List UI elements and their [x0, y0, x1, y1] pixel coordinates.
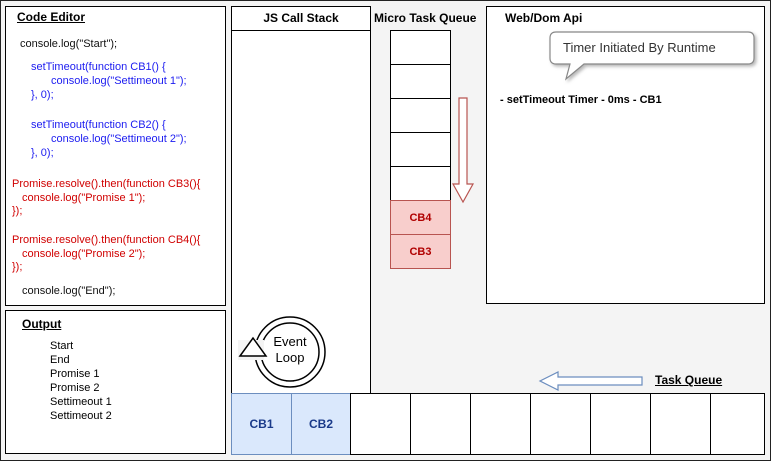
call-stack-divider	[231, 30, 371, 31]
output-panel	[5, 310, 226, 454]
output-title: Output	[22, 317, 62, 331]
callout-bubble	[549, 31, 755, 81]
output-line: End	[50, 354, 70, 366]
callout-text: Timer Initiated By Runtime	[563, 40, 716, 55]
micro-task-slot	[390, 166, 451, 201]
task-queue-item: CB1	[231, 393, 292, 455]
micro-task-slot	[390, 98, 451, 133]
event-loop-label: Event Loop	[272, 334, 308, 366]
code-line: console.log("Settimeout 2");	[51, 133, 187, 145]
output-line: Settimeout 1	[50, 396, 112, 408]
task-queue-slot	[710, 393, 765, 455]
code-line: });	[12, 205, 23, 217]
micro-task-queue-title: Micro Task Queue	[374, 11, 477, 25]
code-line: setTimeout(function CB1() {	[31, 61, 166, 73]
web-api-timer-item: - setTimeout Timer - 0ms - CB1	[500, 94, 662, 106]
code-line: });	[12, 261, 23, 273]
code-line: console.log("Settimeout 1");	[51, 75, 187, 87]
event-loop-icon	[238, 316, 326, 388]
task-queue-slot	[470, 393, 531, 455]
task-queue-slot	[650, 393, 711, 455]
output-line: Settimeout 2	[50, 410, 112, 422]
web-api-title: Web/Dom Api	[505, 11, 583, 25]
code-editor-title: Code Editor	[17, 10, 85, 24]
micro-task-slot	[390, 30, 451, 65]
micro-task-item: CB3	[390, 234, 451, 269]
micro-task-slot	[390, 132, 451, 167]
output-line: Start	[50, 340, 74, 352]
code-line: setTimeout(function CB2() {	[31, 119, 166, 131]
task-queue-title: Task Queue	[655, 373, 723, 387]
code-line: }, 0);	[31, 89, 54, 101]
micro-task-down-arrow	[452, 97, 475, 204]
micro-task-item: CB4	[390, 200, 451, 235]
code-line: console.log("Promise 2");	[22, 248, 146, 260]
task-queue-slot	[590, 393, 651, 455]
code-line: console.log("Start");	[20, 38, 118, 50]
task-queue-item: CB2	[291, 393, 351, 455]
task-queue-left-arrow	[538, 371, 643, 391]
code-line: Promise.resolve().then(function CB4(){	[12, 234, 201, 246]
call-stack-title: JS Call Stack	[263, 11, 339, 25]
micro-task-slot	[390, 64, 451, 99]
code-line: }, 0);	[31, 147, 54, 159]
task-queue-slot	[350, 393, 411, 455]
code-line: Promise.resolve().then(function CB3(){	[12, 178, 201, 190]
event-loop-label-line: Event	[273, 334, 307, 349]
code-line: console.log("Promise 1");	[22, 192, 146, 204]
code-line: console.log("End");	[22, 285, 116, 297]
output-line: Promise 1	[50, 368, 100, 380]
task-queue-slot	[410, 393, 471, 455]
output-line: Promise 2	[50, 382, 100, 394]
code-editor-panel	[5, 6, 226, 306]
task-queue-slot	[530, 393, 591, 455]
event-loop-label-line: Loop	[275, 350, 305, 365]
